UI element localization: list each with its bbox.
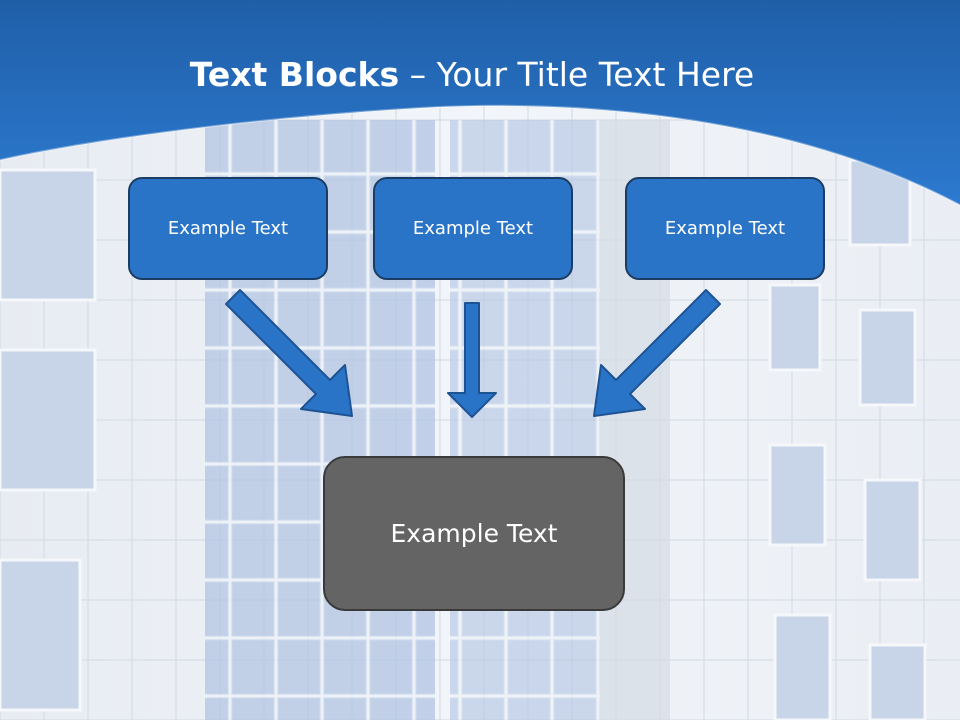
text-block-top-right: Example Text	[625, 177, 825, 280]
title-bold: Text Blocks	[189, 55, 400, 94]
slide-title: Text Blocks – Your Title Text Here	[0, 52, 944, 98]
text-block-top-center: Example Text	[373, 177, 573, 280]
text-block-label: Example Text	[390, 519, 558, 548]
text-block-label: Example Text	[167, 218, 289, 239]
title-rest: Your Title Text Here	[436, 55, 755, 94]
text-block-label: Example Text	[412, 218, 534, 239]
text-block-label: Example Text	[664, 218, 786, 239]
title-dash: –	[399, 55, 437, 94]
text-block-bottom: Example Text	[323, 456, 625, 611]
text-block-top-left: Example Text	[128, 177, 328, 280]
